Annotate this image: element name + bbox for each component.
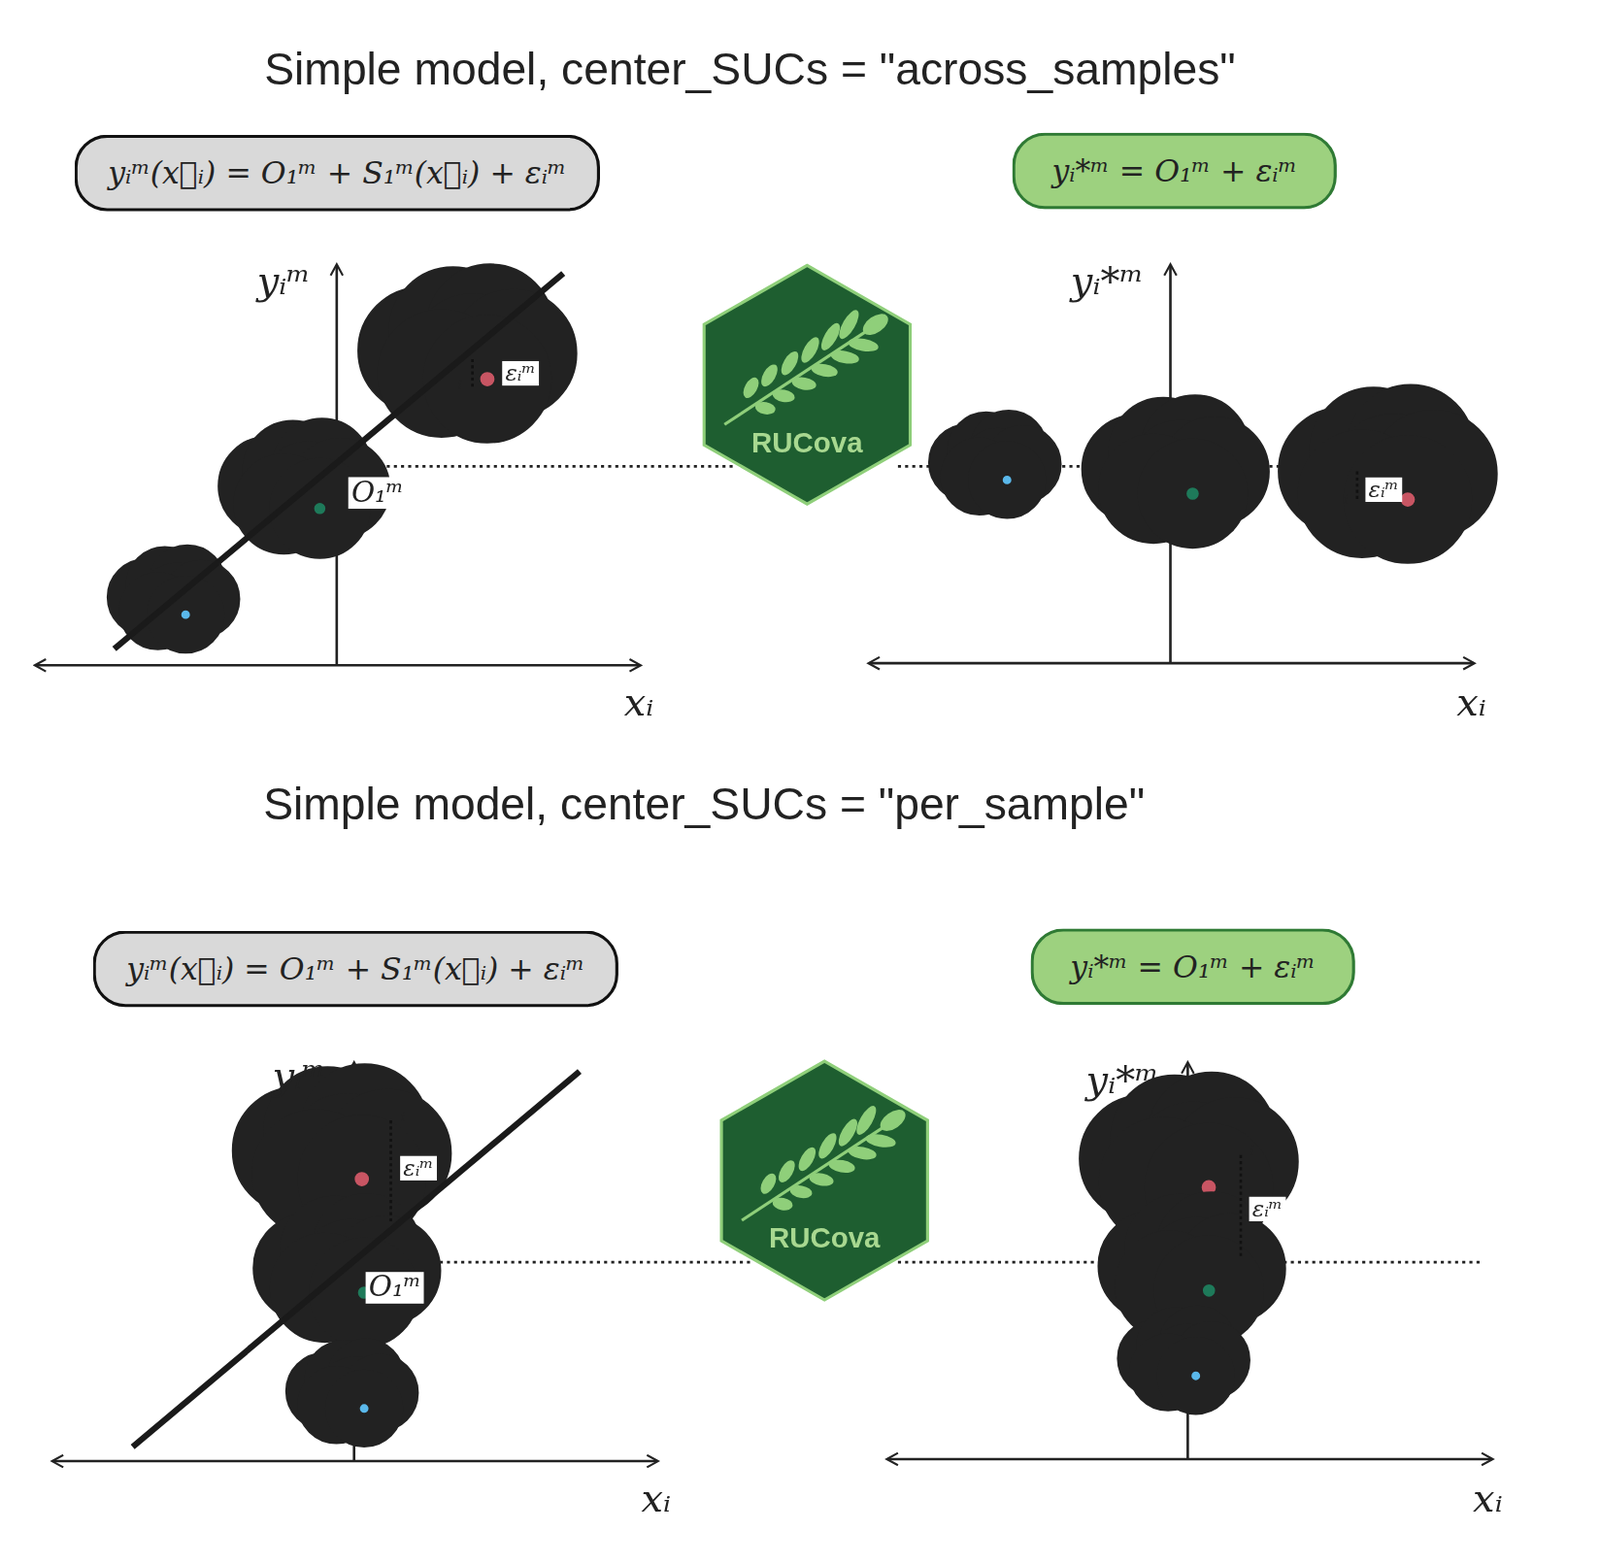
equation-text: yᵢ*ᵐ = O₁ᵐ + εᵢᵐ bbox=[1069, 948, 1316, 985]
axis-label: yᵢᵐ bbox=[257, 258, 311, 303]
equation-text: yᵢᵐ(x⃗ᵢ) = O₁ᵐ + S₁ᵐ(x⃗ᵢ) + εᵢᵐ bbox=[107, 155, 567, 192]
equation-box: yᵢᵐ(x⃗ᵢ) = O₁ᵐ + S₁ᵐ(x⃗ᵢ) + εᵢᵐ bbox=[74, 134, 600, 212]
sample-index: i bbox=[400, 1108, 405, 1125]
offset-label: O₁ᵐ bbox=[348, 476, 407, 508]
equation-text: yᵢ*ᵐ = O₁ᵐ + εᵢᵐ bbox=[1051, 153, 1298, 190]
logo-text: RUCova bbox=[719, 1222, 931, 1256]
equation-box: yᵢ*ᵐ = O₁ᵐ + εᵢᵐ bbox=[1031, 928, 1356, 1005]
equation-box: yᵢᵐ(x⃗ᵢ) = O₁ᵐ + S₁ᵐ(x⃗ᵢ) + εᵢᵐ bbox=[93, 931, 619, 1008]
hexagon-outline bbox=[701, 263, 913, 506]
axis-label: xᵢ bbox=[1472, 1475, 1503, 1521]
equation-text: yᵢᵐ(x⃗ᵢ) = O₁ᵐ + S₁ᵐ(x⃗ᵢ) + εᵢᵐ bbox=[126, 951, 585, 988]
offset-label: O₁ᵐ bbox=[366, 1271, 425, 1303]
hexagon-outline bbox=[719, 1059, 931, 1302]
section-heading: Simple model, center_SUCs = "per_sample" bbox=[263, 778, 1145, 831]
logo-hexagon: RUCova bbox=[719, 1059, 931, 1302]
residual-label: εᵢᵐ bbox=[501, 361, 539, 386]
axis-label: yᵢ*ᵐ bbox=[1086, 1057, 1160, 1102]
title: Simple model, center_SUCs = "across_samp… bbox=[264, 43, 1236, 96]
axis-label: xᵢ bbox=[624, 679, 655, 725]
residual-label: εᵢᵐ bbox=[1365, 477, 1402, 502]
sample-index: i bbox=[458, 376, 463, 393]
equation-box: yᵢ*ᵐ = O₁ᵐ + εᵢᵐ bbox=[1012, 133, 1337, 210]
residual-label: εᵢᵐ bbox=[1249, 1197, 1287, 1222]
logo-text: RUCova bbox=[701, 426, 913, 460]
axis-label: yᵢᵐ bbox=[271, 1054, 326, 1100]
axis-label: yᵢ*ᵐ bbox=[1070, 258, 1144, 303]
axis-label: xᵢ bbox=[641, 1475, 672, 1521]
sample-index: i bbox=[1249, 1143, 1254, 1160]
sample-index: i bbox=[1343, 491, 1348, 507]
axis-label: xᵢ bbox=[1456, 679, 1487, 725]
residual-label: εᵢᵐ bbox=[400, 1156, 437, 1181]
logo-hexagon: RUCova bbox=[701, 263, 913, 506]
